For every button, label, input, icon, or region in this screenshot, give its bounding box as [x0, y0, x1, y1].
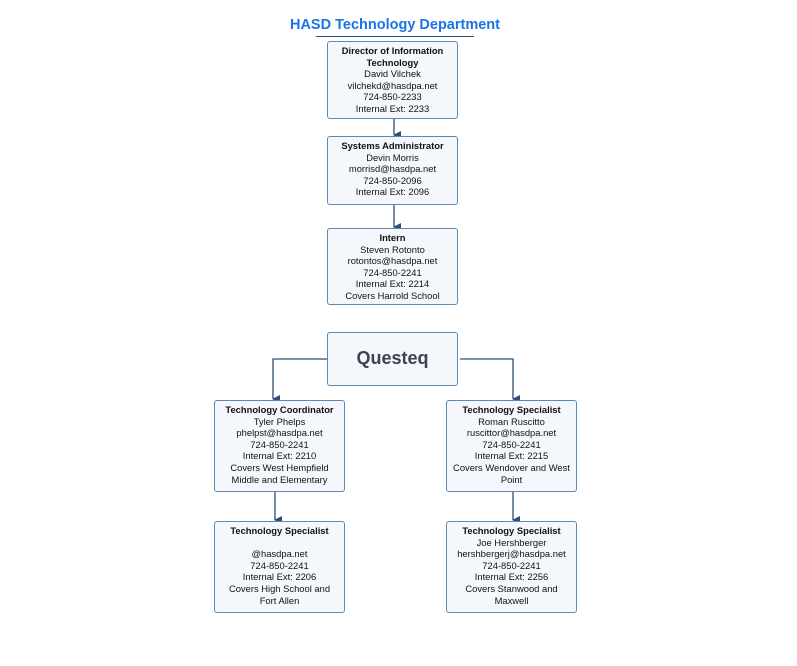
box-role: Technology Specialist	[462, 525, 561, 536]
box-questeq: Questeq	[327, 332, 458, 386]
box-line: Tyler Phelps	[253, 415, 306, 427]
box-line: @hasdpa.net	[251, 548, 308, 560]
box-line: ruscittor@hasdpa.net	[466, 427, 557, 439]
connector-questeq-ruscitto	[460, 358, 520, 403]
box-line: Covers Wendover and West	[453, 461, 570, 473]
box-line: Point	[500, 473, 523, 485]
box-role: Director of Information Technology	[341, 45, 444, 68]
box-role: Systems Administrator	[341, 140, 444, 151]
box-role: Intern	[379, 232, 406, 243]
box-line	[215, 537, 344, 549]
box-line: Covers Stanwood and	[465, 582, 558, 594]
box-line: 724-850-2241	[250, 438, 309, 450]
box-line: Devin Morris	[366, 151, 419, 163]
box-line: 724-850-2241	[482, 559, 541, 571]
box-role: Technology Coordinator	[225, 404, 334, 415]
box-line: phelpst@hasdpa.net	[236, 427, 323, 439]
box-line: Internal Ext: 2214	[355, 278, 430, 290]
box-line: Internal Ext: 2215	[474, 450, 549, 462]
box-line: Internal Ext: 2096	[355, 186, 430, 198]
box-line: Internal Ext: 2233	[355, 102, 430, 114]
box-line: vilchekd@hasdpa.net	[347, 79, 438, 91]
box-line: Middle and Elementary	[231, 473, 328, 485]
box-line: Joe Hershberger	[476, 536, 547, 548]
box-line: Covers High School and	[228, 582, 331, 594]
box-line: 724-850-2241	[482, 438, 541, 450]
box-line: Covers West Hempfield	[230, 461, 329, 473]
box-line: 724-850-2241	[250, 559, 309, 571]
box-line: Internal Ext: 2256	[474, 571, 549, 583]
box-line: Internal Ext: 2206	[242, 571, 317, 583]
box-line: David Vilchek	[364, 68, 421, 80]
box-line: rotontos@hasdpa.net	[347, 255, 438, 267]
box-line: 724-850-2233	[363, 91, 422, 103]
title-underline	[316, 36, 474, 37]
box-line: Maxwell	[494, 594, 529, 606]
box-line: Roman Ruscitto	[478, 415, 545, 427]
box-role: Technology Specialist	[462, 404, 561, 415]
box-line: hershbergerj@hasdpa.net	[457, 548, 566, 560]
box-line: Covers Harrold School	[345, 289, 440, 301]
box-line: Steven Rotonto	[360, 243, 425, 255]
connector-questeq-coordinator	[272, 358, 327, 403]
box-line: morrisd@hasdpa.net	[348, 163, 437, 175]
box-line: Internal Ext: 2210	[242, 450, 317, 462]
box-role: Technology Specialist	[230, 525, 329, 536]
box-line: 724-850-2241	[363, 266, 422, 278]
box-line: Fort Allen	[259, 594, 300, 606]
chart-title: HASD Technology Department	[289, 17, 500, 33]
box-line: 724-850-2096	[363, 174, 422, 186]
